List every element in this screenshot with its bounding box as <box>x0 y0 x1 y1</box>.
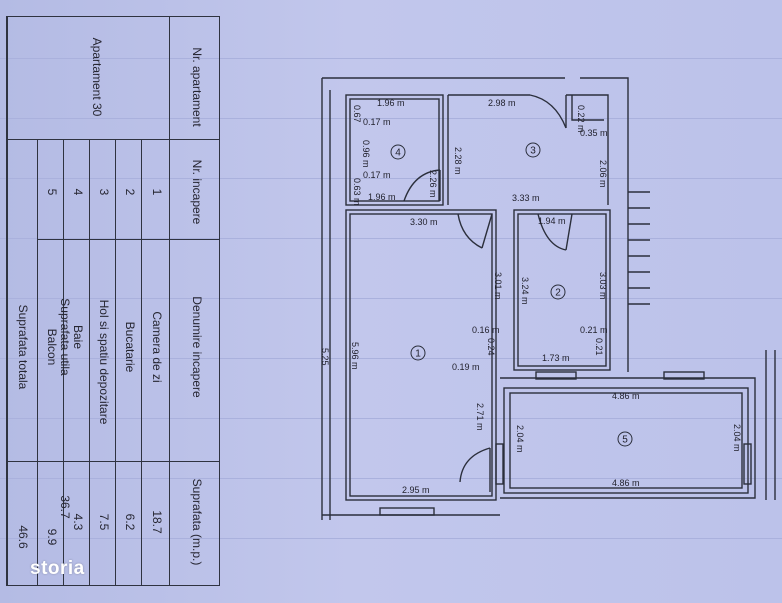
room-marker <box>617 431 633 447</box>
dim-label: 2.98 m <box>488 98 516 108</box>
dim-label: 3.03 m <box>598 272 608 300</box>
table-divider <box>37 139 38 585</box>
room-marker <box>410 345 426 361</box>
dim-label: 0.21 <box>594 338 604 356</box>
paper-rule <box>0 538 782 539</box>
room-number: 3 <box>530 146 536 157</box>
room-number: 4 <box>395 148 401 159</box>
paper-rule <box>0 58 782 59</box>
door-leaf <box>565 213 573 251</box>
paper-rule <box>0 118 782 119</box>
door-swing <box>459 447 491 483</box>
dim-label: 3.33 m <box>512 193 540 203</box>
table-divider <box>7 139 219 140</box>
living-room-wall <box>349 213 493 497</box>
storia-logo: storia <box>30 558 85 579</box>
table-divider <box>141 139 142 585</box>
door-swing <box>529 94 567 129</box>
dim-label: 0.16 m <box>472 325 500 335</box>
table-divider <box>7 17 8 585</box>
paper-rule <box>0 178 782 179</box>
living-room-wall <box>345 209 497 501</box>
dim-label: 0.35 m <box>580 128 608 138</box>
room-marker <box>390 144 406 160</box>
door-swing <box>403 169 441 202</box>
door-swing <box>537 213 567 251</box>
dim-label: 2.26 m <box>428 170 438 198</box>
dim-label: 1.96 m <box>368 192 396 202</box>
door-swing <box>457 213 483 249</box>
balcony-wall <box>503 387 749 494</box>
dim-label: 0.96 m <box>361 140 371 168</box>
table-divider <box>89 139 90 585</box>
outer-wall <box>580 77 629 100</box>
kitchen-wall <box>517 213 607 367</box>
dim-label: 1.94 m <box>538 216 566 226</box>
balcony-wall <box>509 392 743 489</box>
dim-label: 0.67 <box>352 105 362 123</box>
dim-label: 5.96 m <box>350 342 360 370</box>
room-number: 5 <box>622 435 628 446</box>
dim-label: 3.24 m <box>520 277 530 305</box>
dim-label: 2.28 m <box>453 147 463 175</box>
window <box>495 443 504 485</box>
paper-rule <box>0 478 782 479</box>
paper-rule <box>0 238 782 239</box>
table-divider <box>169 17 170 585</box>
dim-label: 2.71 m <box>475 403 485 431</box>
dim-label: 1.96 m <box>377 98 405 108</box>
window <box>663 371 705 380</box>
dim-label: 0.63 m <box>352 178 362 206</box>
room-number: 1 <box>415 349 421 360</box>
dim-label: 1.73 m <box>542 353 570 363</box>
dim-label: 0.21 m <box>580 325 608 335</box>
room-area-table: Nr. apartament Nr. incapere Denumire inc… <box>6 16 220 586</box>
outer-wall <box>500 377 756 499</box>
dim-label: 2.06 m <box>598 160 608 188</box>
dim-label: 0.22 m <box>576 105 586 133</box>
dim-label: 0.17 m <box>363 170 391 180</box>
paper-rule <box>0 418 782 419</box>
hall-wall <box>571 95 604 121</box>
dim-label: 4.86 m <box>612 478 640 488</box>
dim-label: 0.17 m <box>363 117 391 127</box>
hall-wall <box>566 94 609 205</box>
dimension-labels: 1.96 m 1.96 m 2.26 m 0.67 0.17 m 0.96 m … <box>320 98 742 495</box>
window <box>743 443 752 485</box>
table-divider <box>7 461 219 462</box>
dim-label: 4.86 m <box>612 391 640 401</box>
dim-label: 2.95 m <box>402 485 430 495</box>
room-marker <box>525 142 541 158</box>
room-marker <box>550 284 566 300</box>
dim-label: 5.25 <box>320 348 330 366</box>
table-divider <box>63 139 64 585</box>
room-number: 2 <box>555 288 561 299</box>
window <box>379 507 435 516</box>
bathroom-wall <box>349 98 440 202</box>
dim-label: 3.30 m <box>410 217 438 227</box>
dim-label: 2.04 m <box>515 425 525 453</box>
room-markers: 4 3 1 2 5 <box>390 142 633 447</box>
paper-rule <box>0 298 782 299</box>
door-leaf <box>481 213 493 249</box>
dim-label: 2.04 m <box>732 424 742 452</box>
paper-rule <box>0 358 782 359</box>
dim-label: 0.24 <box>486 338 496 356</box>
plan-walls <box>321 77 776 520</box>
table-divider <box>37 239 219 240</box>
kitchen-wall <box>513 209 611 371</box>
dim-label: 3.01 m <box>493 272 503 300</box>
bathroom-wall <box>345 94 444 206</box>
table-divider <box>115 139 116 585</box>
window <box>535 371 577 380</box>
dim-label: 0.19 m <box>452 362 480 372</box>
